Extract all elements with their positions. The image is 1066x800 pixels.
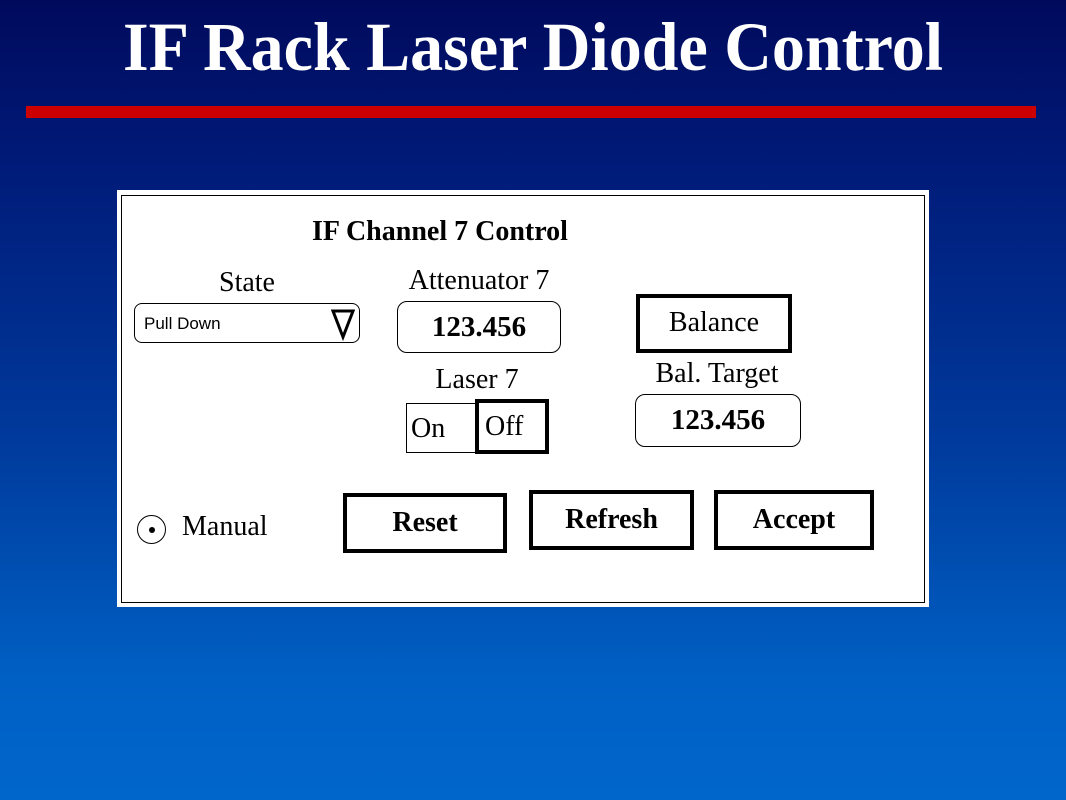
title-divider [26, 106, 1036, 118]
laser-off-toggle[interactable]: Off [475, 399, 549, 454]
slide-title: IF Rack Laser Diode Control [122, 9, 944, 86]
panel-border [121, 195, 925, 603]
state-label: State [219, 267, 275, 298]
manual-radio-label: Manual [182, 511, 268, 542]
state-dropdown-value: Pull Down [144, 314, 221, 333]
radio-selected-dot [149, 527, 155, 533]
accept-button[interactable]: Accept [714, 490, 874, 550]
reset-button[interactable]: Reset [343, 493, 507, 553]
attenuator-label: Attenuator 7 [408, 265, 550, 296]
balance-target-label: Bal. Target [655, 358, 779, 389]
refresh-button[interactable]: Refresh [529, 490, 694, 550]
channel-control-panel: IF Channel 7 Control State Pull Down Att… [117, 190, 929, 607]
manual-radio[interactable] [137, 515, 166, 544]
laser-on-toggle[interactable]: On [406, 403, 478, 453]
state-dropdown[interactable]: Pull Down [134, 303, 360, 343]
attenuator-value-field[interactable]: 123.456 [397, 301, 561, 353]
panel-title: IF Channel 7 Control [312, 216, 568, 247]
balance-button[interactable]: Balance [636, 294, 792, 353]
balance-target-value-field[interactable]: 123.456 [635, 394, 801, 447]
laser-label: Laser 7 [435, 364, 519, 395]
triangle-down-icon[interactable] [331, 305, 355, 341]
